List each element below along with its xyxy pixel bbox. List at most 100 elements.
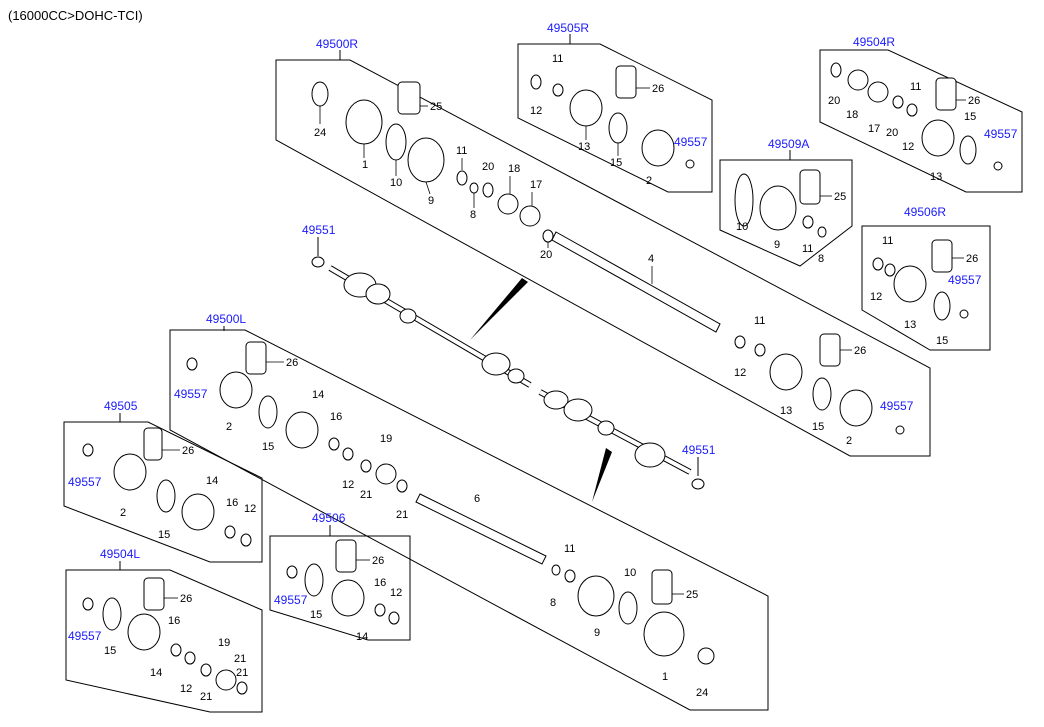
boot-13-r	[921, 119, 955, 157]
part-label-8-l: 8	[550, 597, 556, 609]
ring-12-5	[240, 533, 252, 547]
race-18-r	[847, 69, 869, 91]
ring-49557-b	[959, 309, 969, 319]
ring-12-l	[342, 447, 354, 461]
link-49557-r4[interactable]: 49557	[984, 127, 1018, 141]
part-label-15-r4: 15	[964, 111, 976, 123]
link-49557-4l[interactable]: 49557	[68, 629, 102, 643]
grease-26-b	[931, 239, 953, 273]
joint-19-l	[375, 463, 397, 485]
part-label-20b-r4: 20	[886, 127, 898, 139]
ring-20-r	[830, 62, 842, 78]
part-label-20b: 20	[540, 249, 552, 261]
boot-9	[407, 137, 445, 183]
part-label-25-l: 25	[686, 589, 698, 601]
group-label-49505R[interactable]: 49505R	[547, 21, 589, 35]
boot-band-10	[385, 123, 407, 161]
group-label-49500L[interactable]: 49500L	[206, 312, 246, 326]
part-label-2-5: 2	[120, 507, 126, 519]
part-label-11: 11	[456, 145, 467, 157]
part-label-20-r4: 20	[828, 95, 840, 107]
part-label-14-4l: 14	[150, 667, 162, 679]
ring-49557	[685, 159, 695, 169]
part-label-11-a: 11	[802, 243, 813, 255]
ring-49557-6	[286, 565, 298, 579]
dust-seal-24	[311, 81, 329, 107]
seal-12-c	[734, 335, 746, 349]
group-label-49551-bottom[interactable]: 49551	[682, 443, 716, 457]
band-10-a	[734, 173, 754, 227]
shaft-4	[551, 231, 721, 333]
part-label-21-l: 21	[360, 489, 372, 501]
part-label-12-5: 12	[244, 503, 256, 515]
part-label-24: 24	[314, 127, 326, 139]
outline-49506	[269, 535, 411, 641]
link-49557-r6[interactable]: 49557	[948, 273, 982, 287]
joint-2-5	[113, 453, 147, 491]
grease-25	[397, 81, 421, 115]
engine-spec-header: (16000CC>DOHC-TCI)	[8, 8, 143, 23]
band-15-6	[304, 563, 324, 597]
shaft-6	[415, 493, 547, 565]
part-label-26-r6: 26	[966, 253, 978, 265]
snap-11-b	[884, 263, 896, 277]
ring-49557-5	[82, 443, 94, 457]
group-label-49504R[interactable]: 49504R	[853, 35, 895, 49]
seal-12-b	[872, 257, 884, 271]
part-label-11-c: 11	[754, 315, 765, 327]
part-label-16-6: 16	[374, 577, 386, 589]
part-label-12-r4: 12	[902, 141, 914, 153]
part-label-25-a: 25	[834, 191, 846, 203]
outline-49504R	[819, 49, 1023, 193]
part-label-15-r5: 15	[610, 157, 622, 169]
part-label-14-l: 14	[312, 389, 324, 401]
group-label-49551-top[interactable]: 49551	[302, 223, 336, 237]
link-49557-l[interactable]: 49557	[174, 387, 208, 401]
link-49557-6[interactable]: 49557	[274, 593, 308, 607]
link-49557-r5[interactable]: 49557	[674, 135, 708, 149]
part-label-26-5: 26	[182, 445, 194, 457]
group-label-49504L[interactable]: 49504L	[100, 547, 140, 561]
snap-11-l	[564, 569, 576, 583]
pointer-wedge-top	[470, 278, 528, 340]
boot-14-l	[285, 411, 319, 449]
part-label-9-l: 9	[594, 627, 600, 639]
snap-11-a	[802, 215, 814, 229]
snap-11-c	[754, 343, 766, 357]
ring-16-l	[328, 437, 340, 451]
part-label-12-r6: 12	[870, 291, 882, 303]
ring-16-4l	[170, 643, 182, 657]
part-label-15-r6: 15	[936, 335, 948, 347]
leader-lines	[162, 87, 966, 599]
grease-26-5	[143, 427, 163, 461]
ring-20	[482, 182, 494, 198]
band-15-c	[812, 377, 832, 411]
left-driveshaft-assembly	[538, 389, 705, 490]
link-49557-c[interactable]: 49557	[880, 399, 914, 413]
band-15-5	[156, 479, 176, 513]
snap-11-r	[906, 103, 918, 117]
band-15	[608, 112, 628, 144]
part-label-1: 1	[362, 159, 368, 171]
part-label-12-4l: 12	[180, 683, 192, 695]
group-label-49509A[interactable]: 49509A	[768, 137, 809, 151]
group-label-49506R[interactable]: 49506R	[904, 205, 946, 219]
group-label-49506[interactable]: 49506	[312, 511, 346, 525]
group-label-49500R[interactable]: 49500R	[316, 37, 358, 51]
link-49557-5[interactable]: 49557	[68, 475, 102, 489]
boot-9-l	[577, 575, 615, 617]
ring-16-5	[224, 525, 236, 539]
part-label-15-4l: 15	[104, 645, 116, 657]
part-label-4: 4	[648, 253, 654, 265]
boot-14-4l	[127, 613, 161, 651]
grease-26-l	[245, 341, 267, 375]
group-label-49505[interactable]: 49505	[104, 399, 138, 413]
part-label-20: 20	[482, 161, 494, 173]
part-label-26-6: 26	[372, 555, 384, 567]
part-label-16-4l: 16	[168, 615, 180, 627]
joint-2-l	[219, 371, 253, 409]
grease-26-4l	[143, 577, 165, 611]
part-label-10-a: 10	[736, 221, 748, 233]
part-label-10: 10	[390, 177, 402, 189]
